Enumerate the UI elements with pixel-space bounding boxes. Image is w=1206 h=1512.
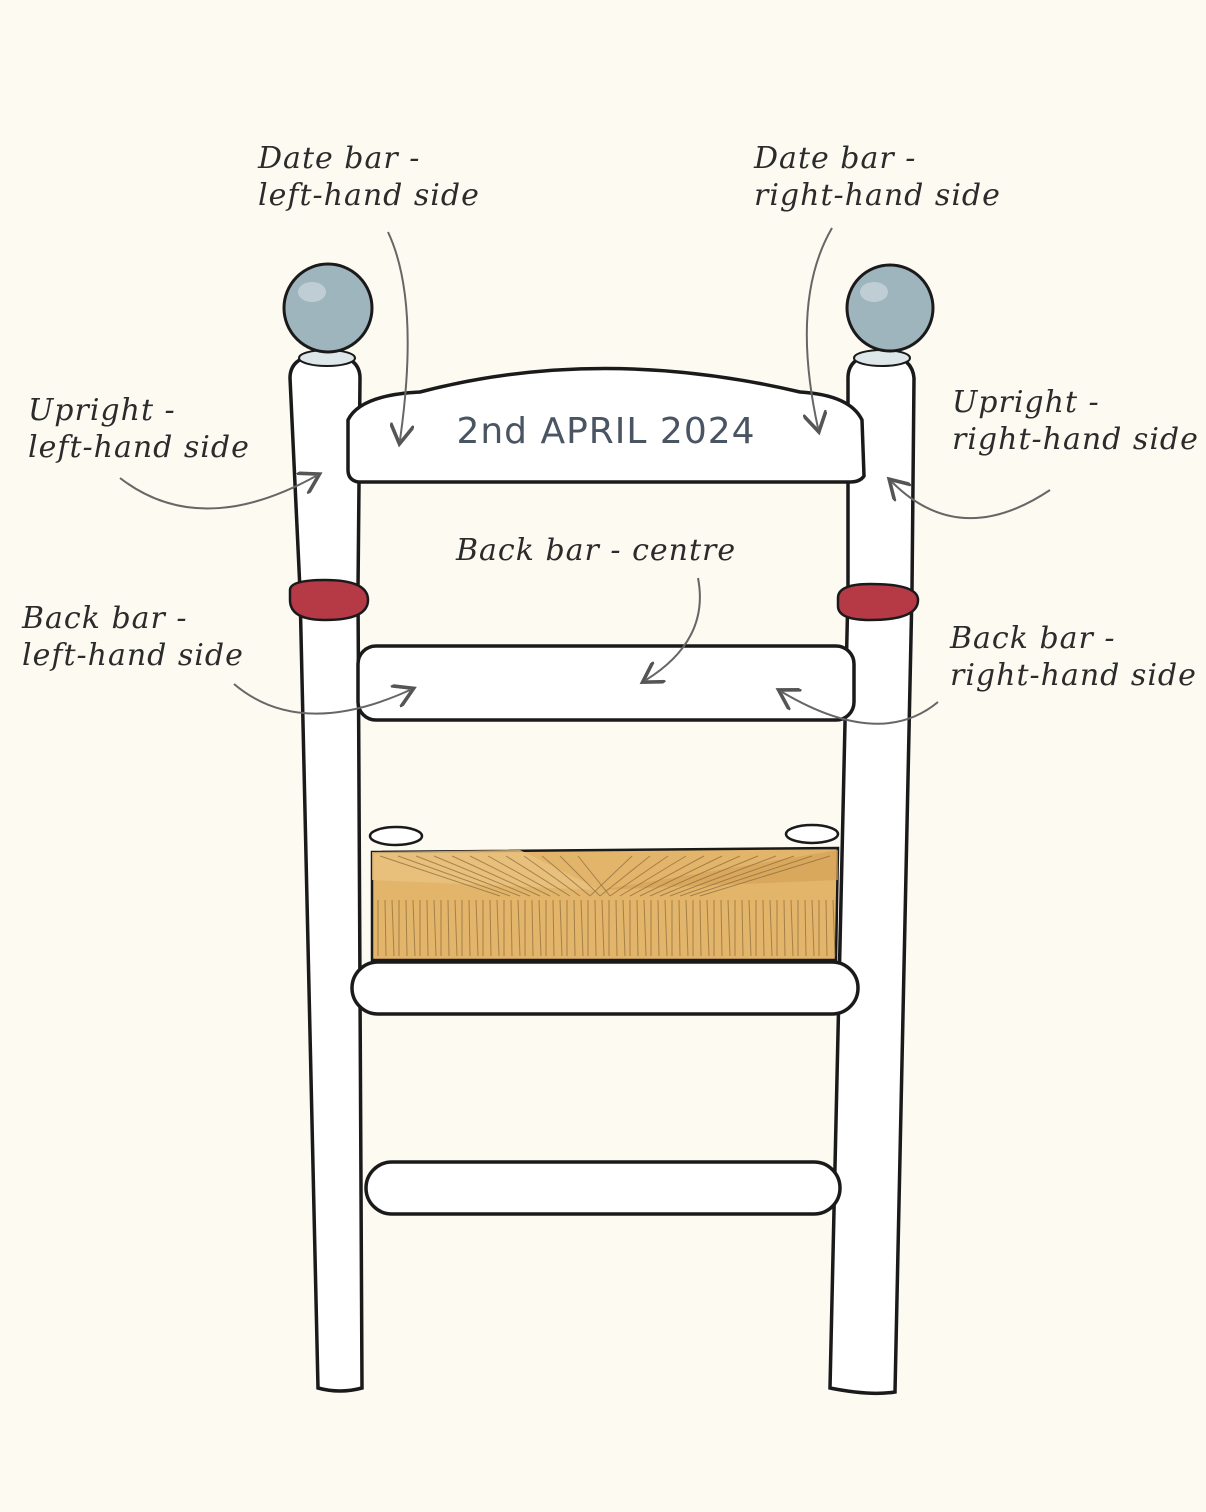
arrow-back-bar-left <box>233 683 410 715</box>
date-bar-text: 2nd APRIL 2024 <box>456 411 755 452</box>
arrow-back-bar-centre <box>646 577 701 680</box>
label-date-bar-right: Date bar - right-hand side <box>754 141 1001 213</box>
finial-left <box>282 262 374 367</box>
arrow-upright-right <box>892 482 1051 519</box>
back-bar <box>356 644 856 722</box>
arrow-date-bar-right <box>807 227 833 428</box>
label-back-bar-centre: Back bar - centre <box>456 533 737 568</box>
arrow-back-bar-right <box>782 692 939 725</box>
label-upright-left: Upright - left-hand side <box>28 393 250 465</box>
ring-right <box>836 582 920 622</box>
upright-right <box>828 352 916 1396</box>
label-back-bar-left: Back bar - left-hand side <box>22 601 244 673</box>
label-back-bar-right: Back bar - right-hand side <box>950 621 1197 693</box>
arrow-date-bar-left <box>387 231 408 440</box>
finial-right <box>845 263 935 367</box>
label-date-bar-left: Date bar - left-hand side <box>258 141 480 213</box>
seat <box>368 823 840 962</box>
bottom-rung <box>364 1160 842 1216</box>
ring-left <box>288 578 370 622</box>
seat-rung <box>350 960 860 1016</box>
label-upright-right: Upright - right-hand side <box>952 385 1199 457</box>
arrow-upright-left <box>119 476 316 510</box>
upright-left <box>288 352 364 1393</box>
date-bar <box>346 366 866 484</box>
